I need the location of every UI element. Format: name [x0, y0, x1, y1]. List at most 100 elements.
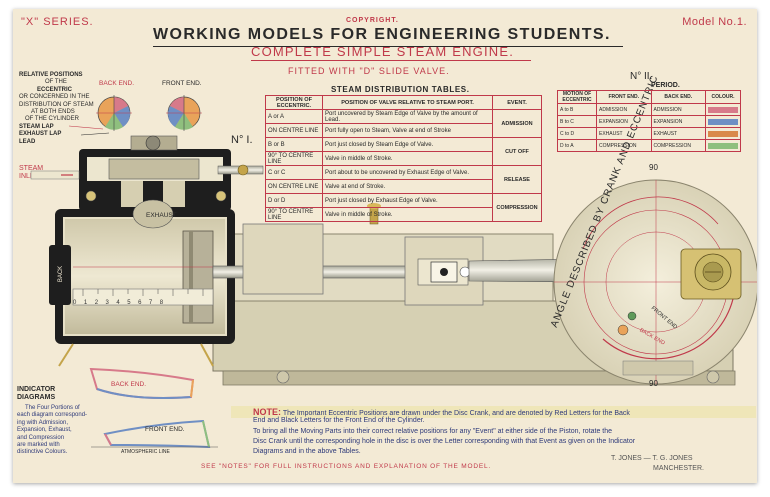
steam-inlet-line: STEAM [19, 165, 44, 172]
table-cell: ON CENTRE LINE [265, 123, 323, 138]
table-cell: D to A [557, 139, 597, 152]
eccentric-line: AT BOTH ENDS [31, 109, 75, 116]
no2-label: N° II. [630, 71, 653, 82]
table-cell: Valve in middle of Stroke. [322, 207, 493, 222]
degree-top: 90 [649, 163, 658, 172]
series-label: "X" SERIES. [21, 16, 94, 28]
event-compression: COMPRESSION [492, 193, 542, 222]
table-cell: ON CENTRE LINE [265, 179, 323, 194]
scale-number: 7 [148, 300, 160, 306]
table-cell: A or A [265, 109, 323, 124]
table-cell: COMPRESSION [650, 139, 706, 152]
steam-table-title: STEAM DISTRIBUTION TABLES. [331, 85, 470, 94]
indicator-line: and Compression [17, 434, 65, 441]
fitted-label: FITTED WITH "D" SLIDE VALVE. [288, 66, 450, 76]
steam-inlet-label: STEAM INLET [19, 165, 43, 181]
front-end-label: FRONT END. [162, 80, 202, 87]
footer-note-5: Diagrams and in the above Tables. [253, 448, 361, 455]
table-cell: EXHAUST [596, 127, 652, 140]
scale-number: 2 [94, 300, 106, 306]
note-text: The Important Eccentric Positions are dr… [282, 410, 630, 417]
table-cell: ADMISSION [596, 103, 652, 116]
header-colour: COLOUR. [705, 90, 741, 104]
indicator-line: each diagram correspond- [17, 412, 88, 419]
eccentric-line: ECCENTRIC [37, 86, 73, 93]
indicator-line: The Four Portions of [25, 405, 80, 411]
event-release: RELEASE [492, 165, 542, 194]
back-end-label: BACK END. [99, 80, 135, 87]
eccentric-line: RELATIVE POSITIONS [19, 72, 83, 78]
steam-inlet-line: INLET [19, 173, 39, 180]
footer-note-3: To bring all the Moving Parts into their… [253, 428, 613, 435]
model-card: "X" SERIES. Model No.1. COPYRIGHT. WORKI… [13, 9, 757, 483]
eccentric-line: OF THE [45, 79, 67, 86]
note-highlight [231, 406, 756, 418]
steam-distribution-table: POSITION OF ECCENTRIC. POSITION OF VALVE… [265, 95, 542, 222]
table-cell: Port just closed by Exhaust Edge of Valv… [322, 193, 493, 208]
atmospheric-line-label: ATMOSPHERIC LINE [121, 449, 170, 455]
period-title: PERIOD. [651, 82, 680, 89]
title-rule [153, 46, 623, 47]
indicator-back-end: BACK END. [111, 381, 147, 388]
degree-bottom: 90 [649, 379, 658, 388]
legend-exhaust-lap: EXHAUST LAP [19, 131, 62, 138]
table-cell: Valve at end of Stroke. [322, 179, 493, 194]
footer-note-4: Disc Crank until the corresponding hole … [253, 438, 636, 445]
table-cell: 90° TO CENTRE LINE [265, 207, 323, 222]
indicator-front-end: FRONT END. [145, 426, 185, 433]
colour-swatch [705, 103, 741, 116]
back-end-eccentric-diagram [96, 95, 132, 131]
indicator-line: ing with Admission, [17, 419, 69, 426]
eccentric-description: RELATIVE POSITIONS OF THE ECCENTRIC OR C… [19, 72, 94, 146]
table-cell: EXPANSION [596, 115, 652, 128]
table-cell: B or B [265, 137, 323, 152]
table-cell: 90° TO CENTRE LINE [265, 151, 323, 166]
scale-number: 4 [116, 300, 128, 306]
publisher-label: T. JONES — T. G. JONES [611, 455, 693, 462]
colour-swatch [705, 127, 741, 140]
legend-steam-lap: STEAM LAP [19, 123, 54, 130]
period-table: MOTION OF ECCENTRIC FRONT END. BACK END.… [557, 90, 741, 152]
header-position: POSITION OF ECCENTRIC. [265, 95, 323, 110]
model-number: Model No.1. [682, 16, 747, 28]
city-label: MANCHESTER. [653, 465, 704, 472]
back-label: BACK [58, 265, 65, 283]
scale-numbers: 012345678 [73, 300, 171, 306]
header-back-end: BACK END. [650, 90, 706, 104]
legend-lead: LEAD [19, 138, 36, 145]
scale-number: 5 [127, 300, 139, 306]
page-subtitle: COMPLETE SIMPLE STEAM ENGINE. [251, 44, 515, 59]
header-valve-position: POSITION OF VALVE RELATIVE TO STEAM PORT… [322, 95, 493, 110]
scale-number: 1 [83, 300, 95, 306]
header-front-end: FRONT END. [596, 90, 652, 104]
indicator-line: are marked with [17, 442, 60, 449]
table-cell: C to D [557, 127, 597, 140]
indicator-title-line: DIAGRAMS [17, 394, 56, 401]
indicator-line: Expansion, Exhaust, [17, 427, 72, 434]
colour-swatch [705, 115, 741, 128]
page-title: WORKING MODELS FOR ENGINEERING STUDENTS. [153, 26, 611, 43]
table-cell: EXHAUST [650, 127, 706, 140]
see-notes-label: SEE "NOTES" FOR FULL INSTRUCTIONS AND EX… [201, 463, 492, 470]
indicator-line: distinctive Colours. [17, 449, 68, 456]
indicator-text: The Four Portions of each diagram corres… [17, 405, 87, 457]
front-end-eccentric-diagram [166, 95, 202, 131]
table-cell: Port uncovered by Steam Edge of Valve by… [322, 109, 493, 124]
table-cell: ADMISSION [650, 103, 706, 116]
event-cut-off: CUT OFF [492, 137, 542, 166]
scale-ticks [82, 289, 204, 296]
scale-number: 8 [159, 300, 171, 306]
event-admission: ADMISSION [492, 109, 542, 138]
copyright-label: COPYRIGHT. [346, 17, 399, 24]
subtitle-rule [251, 60, 531, 61]
table-cell: D or D [265, 193, 323, 208]
eccentric-line: DISTRIBUTION OF STEAM [19, 101, 94, 108]
scale-number: 0 [73, 300, 84, 306]
eccentric-line: OR CONCERNED IN THE [19, 94, 90, 101]
exhaust-label: EXHAUST [146, 212, 177, 219]
engine-drawing [30, 95, 757, 449]
table-cell: A to B [557, 103, 597, 116]
note-label: NOTE: [253, 407, 281, 417]
table-cell: EXPANSION [650, 115, 706, 128]
scale-number: 6 [138, 300, 149, 306]
